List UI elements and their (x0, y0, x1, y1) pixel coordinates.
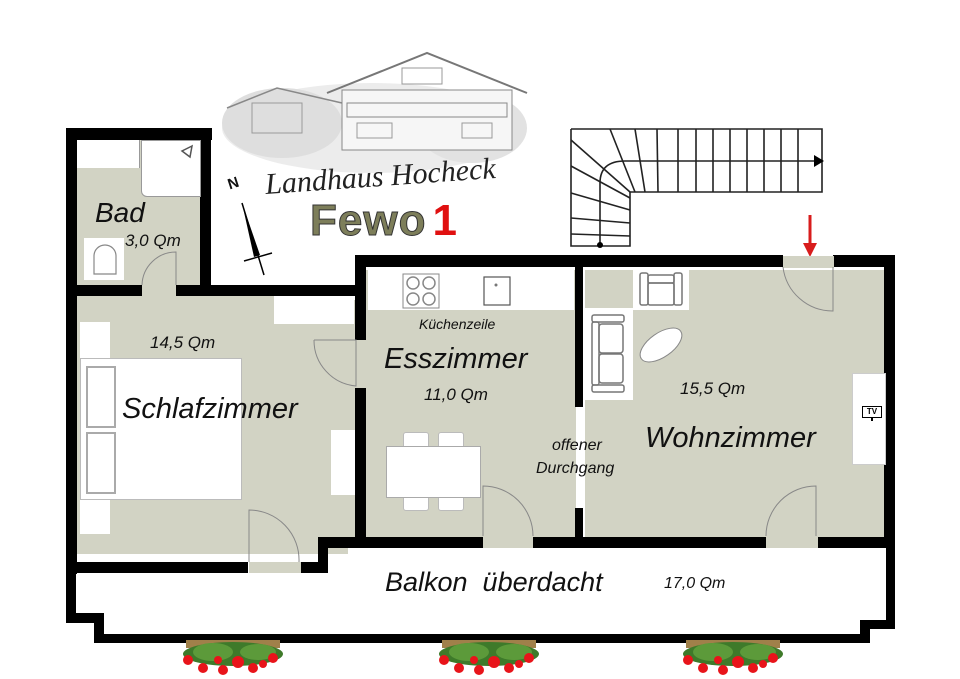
wall (176, 285, 366, 296)
area-esszimmer: 11,0 Qm (424, 385, 488, 404)
area-balkon: 17,0 Qm (664, 575, 726, 592)
flower-box-icon (439, 640, 539, 675)
stove-icon (402, 273, 440, 309)
wall (817, 537, 895, 548)
room-label-schlafzimmer: Schlafzimmer (122, 393, 298, 425)
room-label-wohnzimmer: Wohnzimmer (645, 422, 816, 454)
room-label-balkon: Balkon überdacht (385, 567, 603, 597)
unit-number: 1 (432, 196, 458, 245)
wall (66, 562, 248, 573)
wall (575, 508, 583, 546)
wall (575, 262, 583, 407)
wall (886, 540, 895, 629)
tv-icon: TV (862, 406, 882, 422)
house-sketch-logo (222, 48, 532, 178)
door-wohnzimmer-balkon (765, 485, 818, 548)
wall (66, 285, 142, 296)
kitchen-counter (368, 268, 574, 310)
kitchen-label: Küchenzeile (419, 316, 496, 332)
balkon-floor (76, 565, 881, 625)
wall (355, 255, 366, 340)
room-label-esszimmer: Esszimmer (384, 343, 528, 375)
bathroom-vanity (77, 140, 140, 168)
area-bad: 3,0 Qm (125, 231, 181, 250)
passage-label-line2: Durchgang (536, 460, 615, 477)
area-wohnzimmer: 15,5 Qm (680, 379, 746, 398)
flower-box-icon (683, 640, 783, 675)
passage-label-line1: offener (552, 437, 602, 454)
wall (884, 255, 895, 545)
tv-cabinet (852, 373, 886, 465)
wall (94, 613, 104, 643)
unit-prefix: Fewo (309, 196, 427, 246)
wall (94, 634, 870, 643)
door-entrance (782, 256, 834, 312)
wall (355, 388, 366, 548)
staircase-icon (570, 128, 824, 248)
door-bad (141, 251, 177, 297)
wall (318, 537, 328, 573)
esszimmer-floor (366, 270, 576, 540)
wall (200, 128, 211, 296)
wall (66, 562, 76, 614)
shower-drain-icon (180, 144, 194, 159)
wall (533, 537, 766, 548)
house-sketch-icon (222, 51, 528, 173)
door-schlafzimmer-balkon (248, 509, 301, 573)
wall (833, 255, 895, 267)
entrance-arrow-icon (803, 215, 817, 257)
door-esszimmer-balkon (482, 485, 534, 548)
nightstand (80, 322, 110, 358)
room-label-bad: Bad (95, 197, 145, 228)
dining-table (386, 446, 481, 498)
compass: N (226, 174, 278, 285)
wall (66, 128, 212, 140)
nightstand (80, 498, 110, 534)
toilet-icon (93, 244, 117, 275)
armchair-icon (639, 272, 683, 306)
flower-box-icon (183, 640, 283, 675)
door-schlafzimmer-esszimmer (313, 339, 368, 388)
coffee-table (639, 327, 683, 363)
wall (66, 613, 104, 623)
tv-label: TV (862, 406, 882, 418)
pillow (86, 432, 116, 494)
pillow (86, 366, 116, 428)
area-schlafzimmer: 14,5 Qm (150, 333, 216, 352)
wall (860, 620, 895, 629)
wall (318, 537, 483, 548)
north-arrow-icon (241, 202, 273, 276)
wohnzimmer-floor (585, 270, 885, 540)
wardrobe (274, 296, 354, 324)
staircase (570, 128, 830, 248)
wall (66, 128, 77, 574)
sink-icon (483, 276, 511, 306)
wall (300, 562, 328, 573)
dresser (331, 430, 355, 495)
sofa-icon (591, 314, 625, 393)
wall (860, 620, 870, 643)
wall (355, 255, 783, 267)
